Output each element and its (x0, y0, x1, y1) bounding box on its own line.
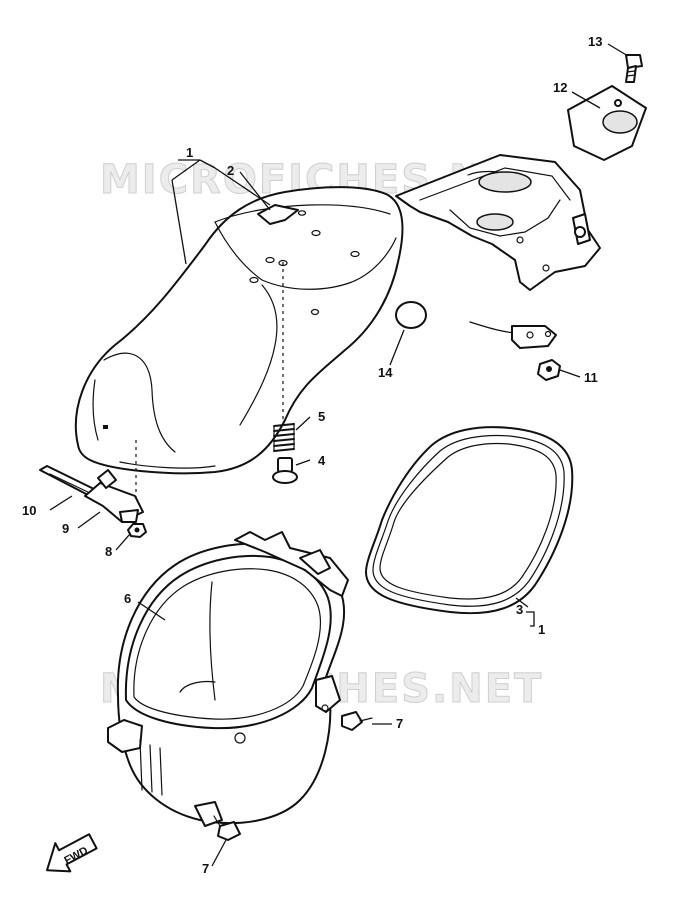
spring-drawing (273, 423, 295, 452)
callout-3: 3 (516, 602, 523, 617)
emblem-drawing (257, 204, 299, 225)
callout-5: 5 (318, 409, 325, 424)
screw-7a-drawing (341, 711, 373, 731)
seat-drawing (74, 186, 404, 475)
screw-7b-drawing (213, 815, 241, 841)
hinge-assembly-drawing (39, 465, 147, 538)
callout-7-lower: 7 (202, 861, 209, 876)
callout-6: 6 (124, 591, 131, 606)
rubber-plug-drawing (395, 301, 427, 329)
bolt-13-drawing (625, 54, 643, 83)
callout-7-upper: 7 (396, 716, 403, 731)
callout-9: 9 (62, 521, 69, 536)
callout-1: 1 (186, 145, 193, 160)
forward-direction-marker: FWD (46, 833, 98, 873)
callout-8: 8 (105, 544, 112, 559)
seat-lock-bracket-drawing (395, 85, 647, 291)
callout-10: 10 (22, 503, 36, 518)
callout-4: 4 (318, 453, 326, 468)
callout-14: 14 (378, 365, 393, 380)
callout-1-seal: 1 (538, 622, 545, 637)
damper-drawing (272, 457, 298, 484)
callout-2: 2 (227, 163, 234, 178)
helmet-box-drawing (107, 531, 349, 827)
seal-gasket-drawing (365, 426, 574, 615)
callout-11: 11 (584, 370, 598, 385)
callout-13: 13 (588, 34, 602, 49)
nut-11-drawing (537, 359, 561, 381)
callouts: 1 2 5 4 10 9 8 6 14 11 12 13 7 7 3 1 (22, 34, 602, 876)
seat-lock-cable-drawing (469, 321, 557, 349)
leader-lines (49, 43, 629, 867)
callout-12: 12 (553, 80, 567, 95)
seat-latch-mark (103, 425, 108, 429)
fwd-arrow-icon (46, 833, 98, 873)
